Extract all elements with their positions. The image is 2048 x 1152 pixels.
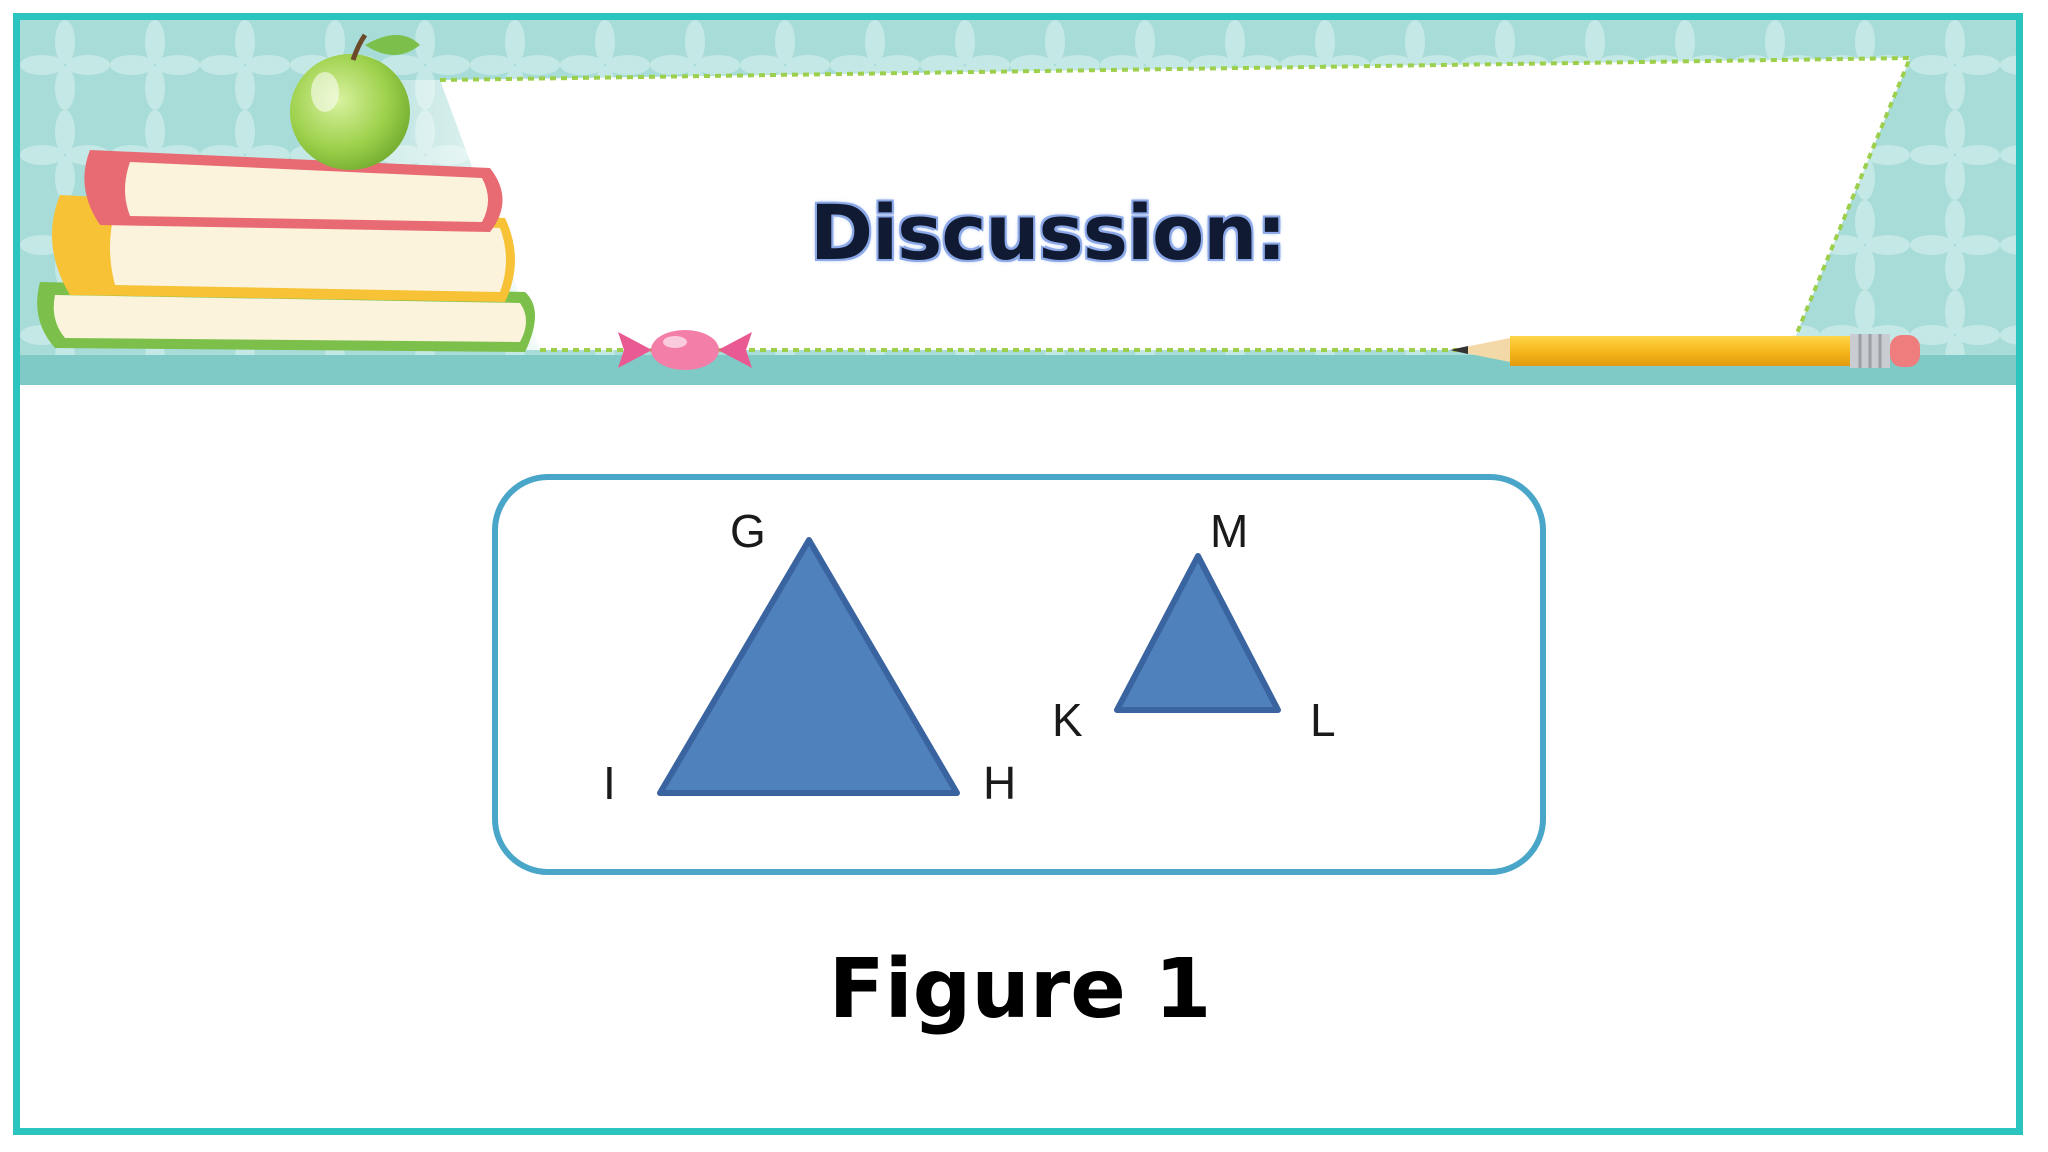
- vertex-label-i: I: [603, 757, 616, 809]
- figure-box: [492, 474, 1546, 875]
- pencil-icon: [1450, 334, 1920, 368]
- apple-icon: [290, 33, 420, 170]
- books-stack-icon: [37, 150, 536, 352]
- slide-frame: Discussion: G H I M K L Figure 1: [13, 13, 2023, 1135]
- candy-icon: [618, 330, 752, 370]
- vertex-label-k: K: [1052, 694, 1083, 746]
- triangle-MKL: [1114, 553, 1281, 713]
- vertex-label-g: G: [730, 505, 766, 557]
- slide-title: Discussion:: [810, 188, 1287, 277]
- header-banner: [20, 20, 2016, 385]
- triangle-GHI: [657, 537, 960, 796]
- triangle-diagram: [657, 537, 1281, 796]
- vertex-label-h: H: [983, 757, 1017, 809]
- vertex-label-m: M: [1210, 505, 1249, 557]
- vertex-label-l: L: [1310, 694, 1336, 746]
- figure-caption: Figure 1: [828, 942, 1212, 1037]
